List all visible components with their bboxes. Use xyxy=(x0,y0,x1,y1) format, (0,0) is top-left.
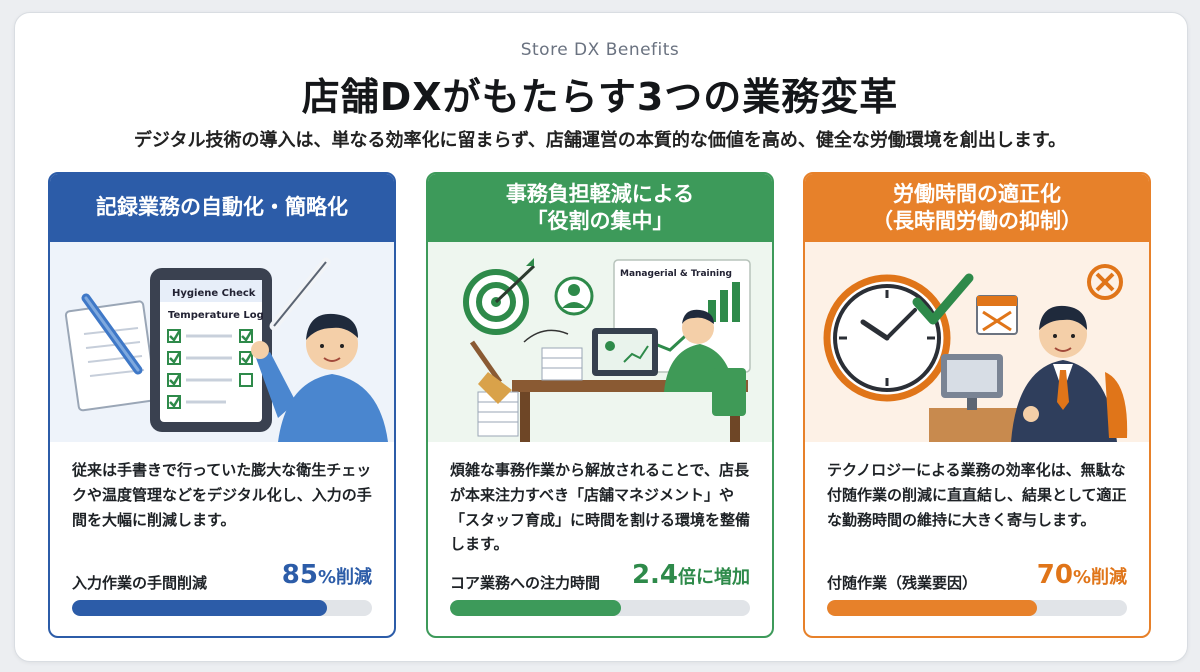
stylus-pen-icon xyxy=(269,257,331,331)
metric-suffix: 倍に増加 xyxy=(678,567,750,588)
clock-icon xyxy=(823,274,951,402)
cancel-icon xyxy=(1087,264,1123,300)
metric-value: 70%削減 xyxy=(1037,560,1127,590)
progress-bar xyxy=(827,600,1127,616)
clipboard-icon xyxy=(64,300,158,412)
staff-person-icon xyxy=(251,313,388,442)
metric-number: 2.4 xyxy=(631,560,678,590)
card-role-focus: 事務負担軽減による 「役割の集中」 Managerial & Training xyxy=(426,172,774,638)
progress-bar xyxy=(72,600,372,616)
metric-suffix: %削減 xyxy=(1072,567,1127,588)
card-illustration: Hygiene Check Temperature Log xyxy=(50,242,394,442)
tablet-checklist-icon: Hygiene Check Temperature Log xyxy=(150,268,272,432)
card-description: 従来は手書きで行っていた膨大な衛生チェックや温度管理などをデジタル化し、入力の手… xyxy=(72,461,372,529)
card-illustration: Managerial & Training xyxy=(428,242,772,442)
page-lead: デジタル技術の導入は、単なる効率化に留まらず、店舗運営の本質的な価値を高め、健全… xyxy=(133,130,1067,151)
staff-person-icon xyxy=(1011,305,1128,442)
broom-icon xyxy=(469,340,512,404)
pencil-icon xyxy=(81,293,143,375)
metric-number: 85 xyxy=(281,560,318,590)
card-record-automation: 記録業務の自動化・簡略化 Hygiene Check xyxy=(48,172,396,638)
metric-label: 入力作業の手間削減 xyxy=(72,574,208,592)
metric-label: 付随作業（残業要因） xyxy=(827,574,978,592)
metric-value: 2.4倍に増加 xyxy=(632,560,750,590)
page-title: 店舗DXがもたらす3つの業務変革 xyxy=(301,75,899,119)
checkmark-icon xyxy=(912,273,974,325)
card-working-hours: 労働時間の適正化 （長時間労働の抑制） xyxy=(803,172,1151,638)
progress-bar xyxy=(450,600,750,616)
progress-fill xyxy=(450,600,621,616)
page-subtitle: Store DX Benefits xyxy=(520,40,680,60)
terminal-icon xyxy=(929,354,1025,442)
manager-person-icon xyxy=(664,309,746,416)
card-title: 事務負担軽減による 「役割の集中」 xyxy=(428,174,772,242)
card-title-text: 労働時間の適正化 （長時間労働の抑制） xyxy=(872,181,1082,233)
person-icon xyxy=(554,276,594,316)
progress-fill xyxy=(72,600,327,616)
card-title: 記録業務の自動化・簡略化 xyxy=(50,174,394,242)
card-title: 労働時間の適正化 （長時間労働の抑制） xyxy=(805,174,1149,242)
card-description: テクノロジーによる業務の効率化は、無駄な付随作業の削減に直直結し、結果として適正… xyxy=(827,461,1127,529)
target-icon xyxy=(463,258,536,335)
metric-suffix: %削減 xyxy=(317,567,372,588)
calendar-icon xyxy=(976,295,1018,335)
metric-value: 85%削減 xyxy=(282,560,372,590)
card-title-text: 事務負担軽減による 「役割の集中」 xyxy=(505,181,695,233)
tablet-subheading: Temperature Log xyxy=(168,310,264,321)
progress-fill xyxy=(827,600,1037,616)
board-label: Managerial & Training xyxy=(620,269,732,279)
metric-label: コア業務への注力時間 xyxy=(450,574,601,592)
tablet-heading: Hygiene Check xyxy=(172,288,256,299)
metric-number: 70 xyxy=(1036,560,1073,590)
card-description: 煩雑な事務作業から解放されることで、店長が本来注力すべき「店舗マネジメント」や「… xyxy=(450,461,751,554)
card-illustration xyxy=(805,242,1149,442)
